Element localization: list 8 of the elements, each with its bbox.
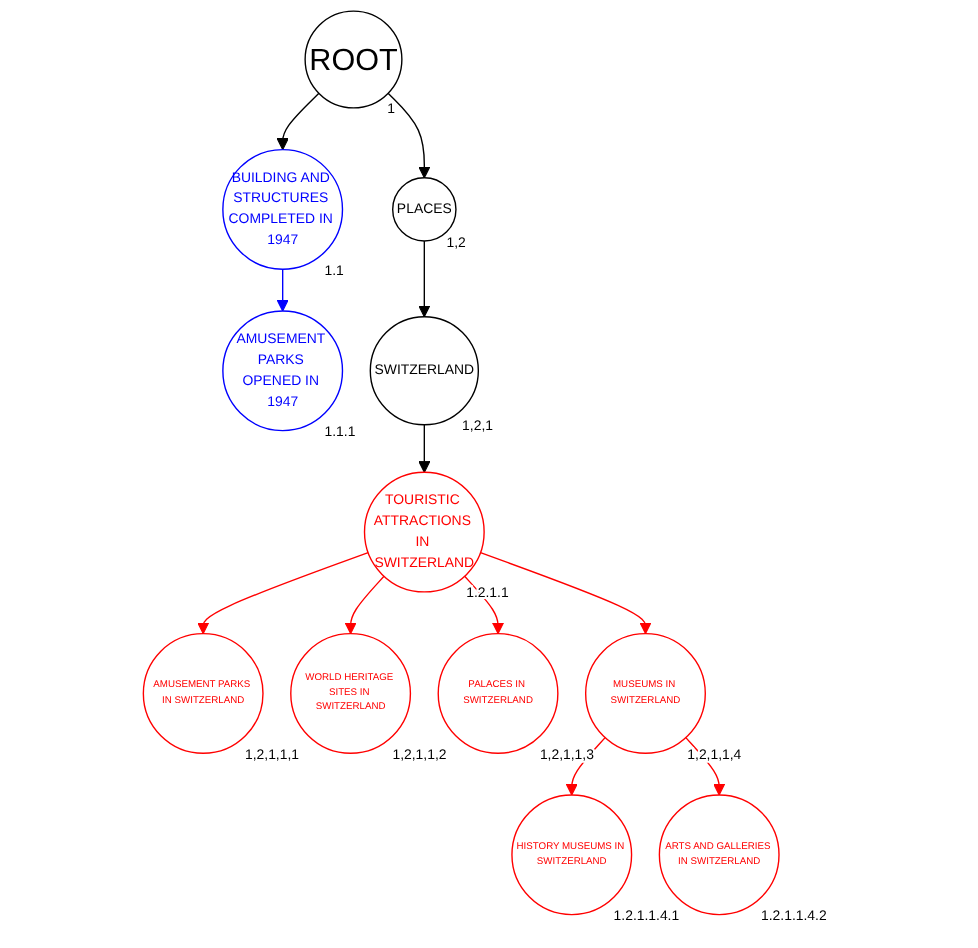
arrow xyxy=(387,92,431,179)
arrow xyxy=(479,551,652,635)
arrow xyxy=(276,268,289,312)
arrow xyxy=(344,575,385,635)
arrow xyxy=(418,424,431,473)
arrow xyxy=(197,551,369,635)
arrow xyxy=(276,92,320,151)
arrow xyxy=(418,240,431,318)
